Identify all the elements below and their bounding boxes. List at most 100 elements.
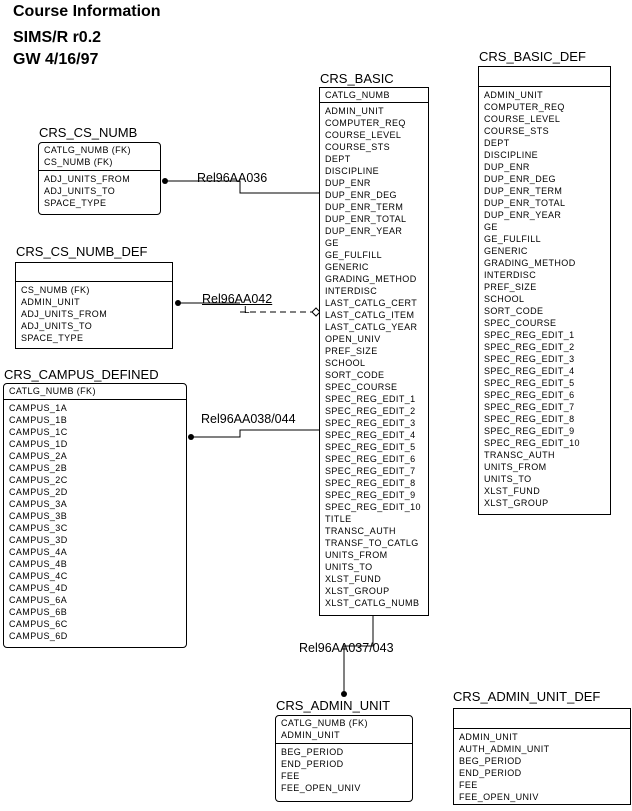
entity-attribute-row: ADJ_UNITS_TO (44, 186, 116, 196)
rel96aa036-line (162, 178, 319, 194)
entity-attribute-row: PREF_SIZE (484, 282, 537, 292)
rel-label-rel96aa036: Rel96AA036 (197, 171, 268, 185)
entity-attribute-row: DISCIPLINE (484, 150, 539, 160)
entity-attribute-row: SPACE_TYPE (21, 333, 84, 343)
entity-attribute-row: DUP_ENR_TERM (325, 202, 404, 212)
entity-attribute-row: GE_FULFILL (325, 250, 383, 260)
entity-attribute-row: SPEC_REG_EDIT_8 (325, 478, 416, 488)
entity-attribute-row: CAMPUS_1D (9, 439, 68, 449)
entity-attribute-row: DUP_ENR_TOTAL (484, 198, 566, 208)
rel96aa038-line (188, 429, 319, 440)
entity-attribute-row: GENERIC (484, 246, 528, 256)
entity-attribute-row: ADJ_UNITS_FROM (21, 309, 108, 319)
entity-attribute-row: SCHOOL (325, 358, 366, 368)
entity-attribute-row: SPEC_COURSE (325, 382, 398, 392)
entity-attribute-row: GE (484, 222, 498, 232)
entity-attribute-row: SPACE_TYPE (44, 198, 107, 208)
entity-attribute-row: SPEC_REG_EDIT_9 (484, 426, 575, 436)
entity-attribute-row: FEE_OPEN_UNIV (281, 783, 361, 793)
entity-attributes: ADJ_UNITS_FROM ADJ_UNITS_TO SPACE_TYPE (39, 171, 160, 209)
entity-attribute-row: BEG_PERIOD (281, 747, 344, 757)
entity-attribute-row: LAST_CATLG_YEAR (325, 322, 418, 332)
entity-name-crs-campus-defined: CRS_CAMPUS_DEFINED (4, 367, 159, 382)
entity-attribute-row: LAST_CATLG_ITEM (325, 310, 415, 320)
entity-attribute-row: CAMPUS_2C (9, 475, 68, 485)
entity-attribute-row: DUP_ENR_YEAR (484, 210, 562, 220)
entity-key-row: CS_NUMB (FK) (44, 157, 113, 167)
entity-attribute-row: FEE_OPEN_UNIV (459, 792, 539, 802)
entity-attribute-row: UNITS_FROM (484, 462, 547, 472)
entity-attribute-row: ADMIN_UNIT (21, 297, 81, 307)
rel-label-rel96aa042: Rel96AA042 (202, 292, 273, 306)
entity-attribute-row: AUTH_ADMIN_UNIT (459, 744, 550, 754)
entity-crs-admin-unit-def[interactable]: ADMIN_UNIT AUTH_ADMIN_UNIT BEG_PERIOD END_P… (453, 708, 631, 805)
entity-attribute-row: GE_FULFILL (484, 234, 542, 244)
entity-attribute-row: CAMPUS_1C (9, 427, 68, 437)
entity-keys: CATLG_NUMB (320, 88, 428, 103)
entity-attribute-row: DUP_ENR_TOTAL (325, 214, 407, 224)
entity-attribute-row: CAMPUS_3D (9, 535, 68, 545)
entity-attribute-row: SPEC_REG_EDIT_7 (325, 466, 416, 476)
entity-attribute-row: END_PERIOD (459, 768, 522, 778)
entity-key-row: CATLG_NUMB (FK) (44, 145, 131, 155)
entity-keys (16, 263, 172, 282)
entity-attribute-row: PREF_SIZE (325, 346, 378, 356)
entity-attribute-row: CAMPUS_3C (9, 523, 68, 533)
entity-attribute-row: COMPUTER_REQ (484, 102, 565, 112)
entity-attribute-row: END_PERIOD (281, 759, 344, 769)
entity-attribute-row: COURSE_STS (484, 126, 550, 136)
rel-label-rel96aa042-marker: L (244, 305, 250, 316)
rel96aa037-line (341, 616, 374, 697)
entity-attribute-row: SPEC_REG_EDIT_10 (325, 502, 421, 512)
entity-attribute-row: XLST_FUND (325, 574, 382, 584)
entity-attribute-row: SORT_CODE (325, 370, 385, 380)
entity-attribute-row: ADJ_UNITS_FROM (44, 174, 131, 184)
entity-keys (454, 709, 630, 729)
entity-attribute-row: CAMPUS_6B (9, 607, 68, 617)
entity-attribute-row: DUP_ENR_TERM (484, 186, 563, 196)
entity-attribute-row: SPEC_REG_EDIT_5 (484, 378, 575, 388)
entity-attribute-row: ADMIN_UNIT (459, 732, 519, 742)
diagram-title: Course Information (13, 3, 161, 20)
entity-attribute-row: DUP_ENR_YEAR (325, 226, 403, 236)
entity-attribute-row: LAST_CATLG_CERT (325, 298, 418, 308)
entity-attribute-row: CAMPUS_3A (9, 499, 68, 509)
entity-attribute-row: TITLE (325, 514, 352, 524)
entity-attribute-row: XLST_CATLG_NUMB (325, 598, 420, 608)
entity-attribute-row: GE (325, 238, 339, 248)
entity-keys: CATLG_NUMB (FK) (4, 384, 186, 400)
entity-attribute-row: CAMPUS_6D (9, 631, 68, 641)
rel-label-rel96aa038: Rel96AA038/044 (201, 412, 296, 426)
entity-attribute-row: CAMPUS_4C (9, 571, 68, 581)
entity-attribute-row: CAMPUS_1B (9, 415, 68, 425)
entity-crs-cs-numb[interactable]: CATLG_NUMB (FK) CS_NUMB (FK) ADJ_UNITS_FR… (38, 142, 161, 215)
entity-attribute-row: COURSE_STS (325, 142, 391, 152)
entity-attribute-row: INTERDISC (484, 270, 537, 280)
entity-attribute-row: SPEC_REG_EDIT_7 (484, 402, 575, 412)
entity-attribute-row: BEG_PERIOD (459, 756, 522, 766)
entity-attribute-row: SPEC_REG_EDIT_6 (325, 454, 416, 464)
entity-attribute-row: SPEC_REG_EDIT_6 (484, 390, 575, 400)
entity-name-crs-cs-numb: CRS_CS_NUMB (39, 125, 138, 140)
entity-attribute-row: ADMIN_UNIT (484, 90, 544, 100)
entity-attribute-row: SPEC_REG_EDIT_10 (484, 438, 580, 448)
entity-attribute-row: SPEC_REG_EDIT_4 (484, 366, 575, 376)
entity-attribute-row: GENERIC (325, 262, 369, 272)
entity-key-row: CATLG_NUMB (FK) (9, 386, 96, 396)
entity-attribute-row: GRADING_METHOD (325, 274, 417, 284)
entity-attribute-row: CS_NUMB (FK) (21, 285, 90, 295)
entity-attribute-row: DUP_ENR (484, 162, 530, 172)
entity-name-crs-basic: CRS_BASIC (320, 71, 394, 86)
entity-attribute-row: COURSE_LEVEL (325, 130, 402, 140)
entity-attribute-row: XLST_FUND (484, 486, 541, 496)
entity-attribute-row: SCHOOL (484, 294, 525, 304)
entity-attribute-row: INTERDISC (325, 286, 378, 296)
entity-name-crs-admin-unit: CRS_ADMIN_UNIT (276, 698, 391, 713)
